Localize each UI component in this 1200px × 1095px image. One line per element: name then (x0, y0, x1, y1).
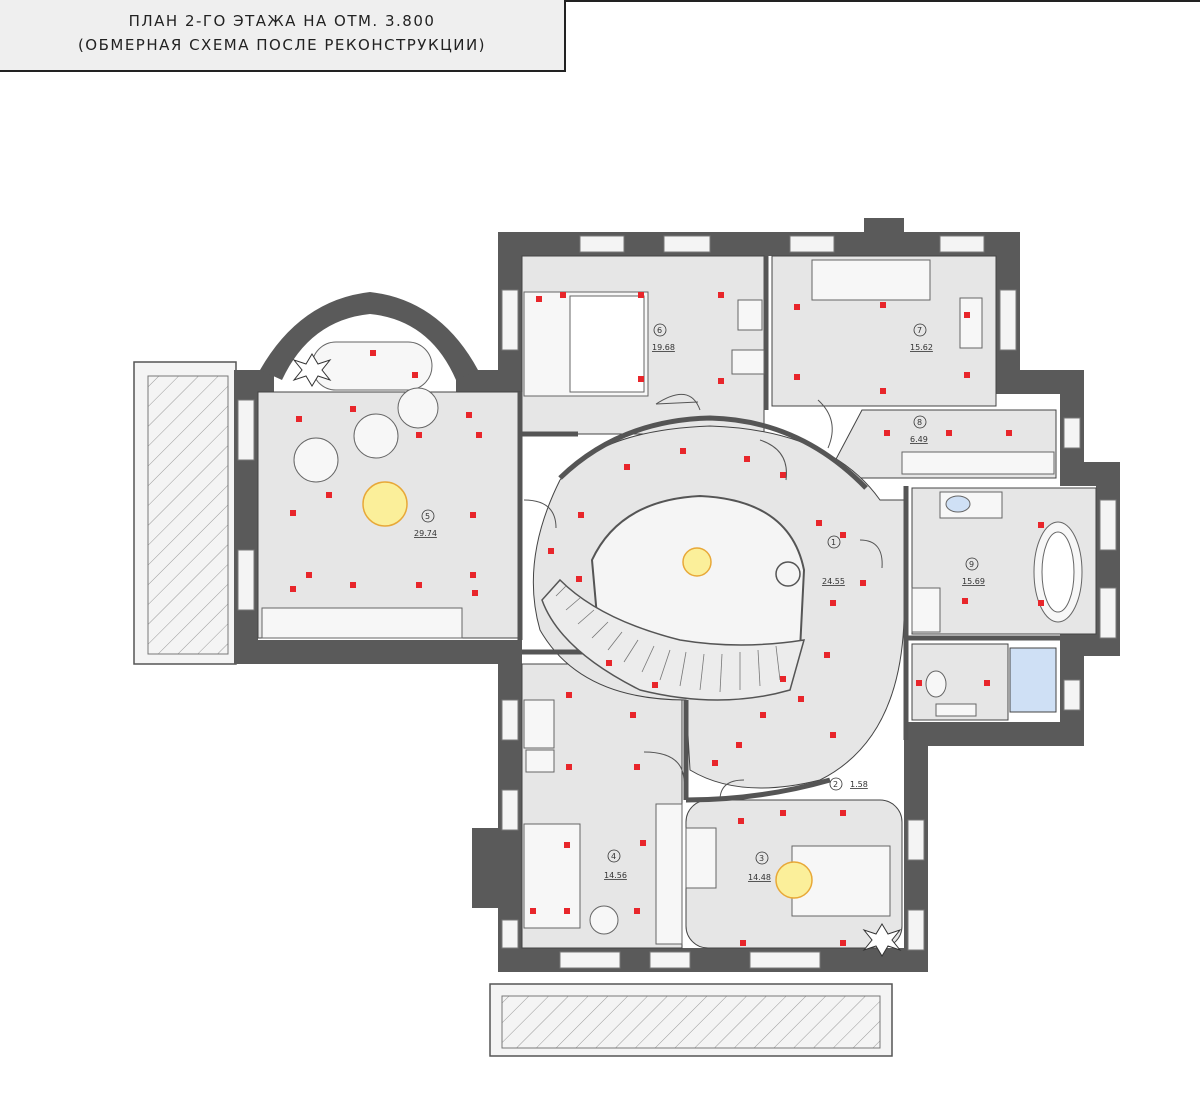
dresser-room-3 (685, 827, 717, 889)
svg-text:15.62: 15.62 (910, 343, 933, 352)
room-label-9: 915.69 (962, 557, 985, 586)
svg-text:5: 5 (425, 512, 430, 521)
star-fixtures (292, 353, 902, 957)
lamp-room-1 (682, 547, 712, 577)
svg-text:29.74: 29.74 (414, 529, 437, 538)
sink-room-9 (945, 495, 971, 513)
svg-text:15.69: 15.69 (962, 577, 985, 586)
svg-text:14.56: 14.56 (604, 871, 627, 880)
svg-text:4: 4 (611, 852, 616, 861)
room-label-4: 414.56 (604, 849, 627, 880)
wardrobe-room-4 (655, 803, 683, 945)
desk-room-6 (737, 299, 763, 331)
svg-text:6.49: 6.49 (910, 435, 928, 444)
svg-text:9: 9 (969, 560, 974, 569)
sofa-room-7 (811, 259, 931, 301)
tv-unit-room-5 (261, 607, 463, 639)
interior-walls (517, 256, 1060, 803)
star-icon-room-5 (292, 353, 332, 387)
svg-text:6: 6 (657, 326, 662, 335)
sofa-room-5 (311, 341, 433, 391)
furniture (261, 259, 1083, 945)
room-label-5: 529.74 (414, 509, 437, 538)
svg-text:14.48: 14.48 (748, 873, 771, 882)
room-label-8: 86.49 (910, 415, 928, 444)
armchair-room-5 (397, 387, 439, 429)
room-label-6: 619.68 (652, 323, 675, 352)
cabinet-room-6 (731, 349, 765, 375)
terrace-left (133, 361, 237, 665)
lamp-room-5 (362, 481, 408, 527)
title-block: ПЛАН 2-ГО ЭТАЖА НА ОТМ. 3.800 (ОБМЕРНАЯ … (0, 0, 566, 72)
top-border-line (566, 0, 1200, 2)
svg-text:1.58: 1.58 (850, 780, 868, 789)
ceiling-fan-room-5 (353, 413, 399, 459)
svg-text:19.68: 19.68 (652, 343, 675, 352)
plan-subtitle: (ОБМЕРНАЯ СХЕМА ПОСЛЕ РЕКОНСТРУКЦИИ) (77, 36, 487, 54)
wardrobe-room-8 (901, 451, 1055, 475)
star-icon-room-3 (862, 923, 902, 957)
light-fixtures (290, 292, 1044, 946)
chair-room-4 (525, 749, 555, 773)
svg-text:7: 7 (917, 326, 922, 335)
ceiling-lamps (362, 481, 813, 899)
room-label-3: 314.48 (748, 851, 771, 882)
room-label-7: 715.62 (910, 323, 933, 352)
svg-text:3: 3 (759, 854, 764, 863)
room-label-1: 124.55 (822, 535, 845, 586)
bathtub-inner (1041, 531, 1075, 613)
shower-glass (911, 587, 941, 633)
terrace-bottom (489, 983, 893, 1057)
spiral-staircase (541, 494, 806, 701)
mattress-room-6 (569, 295, 645, 393)
svg-text:2: 2 (833, 780, 838, 789)
toilet-wc (925, 670, 947, 698)
svg-text:1: 1 (831, 538, 836, 547)
svg-text:24.55: 24.55 (822, 577, 845, 586)
shower-tray (1009, 647, 1057, 713)
lamp-stand-room-4 (589, 905, 619, 935)
chair-room-5 (293, 437, 339, 483)
lamp-room-3 (775, 861, 813, 899)
desk-room-4 (523, 699, 555, 749)
vanity-wc (935, 703, 977, 717)
svg-text:8: 8 (917, 418, 922, 427)
desk-room-7 (959, 297, 983, 349)
windows (237, 235, 1117, 969)
door-swings (523, 394, 883, 801)
plan-title: ПЛАН 2-ГО ЭТАЖА НА ОТМ. 3.800 (128, 12, 436, 30)
